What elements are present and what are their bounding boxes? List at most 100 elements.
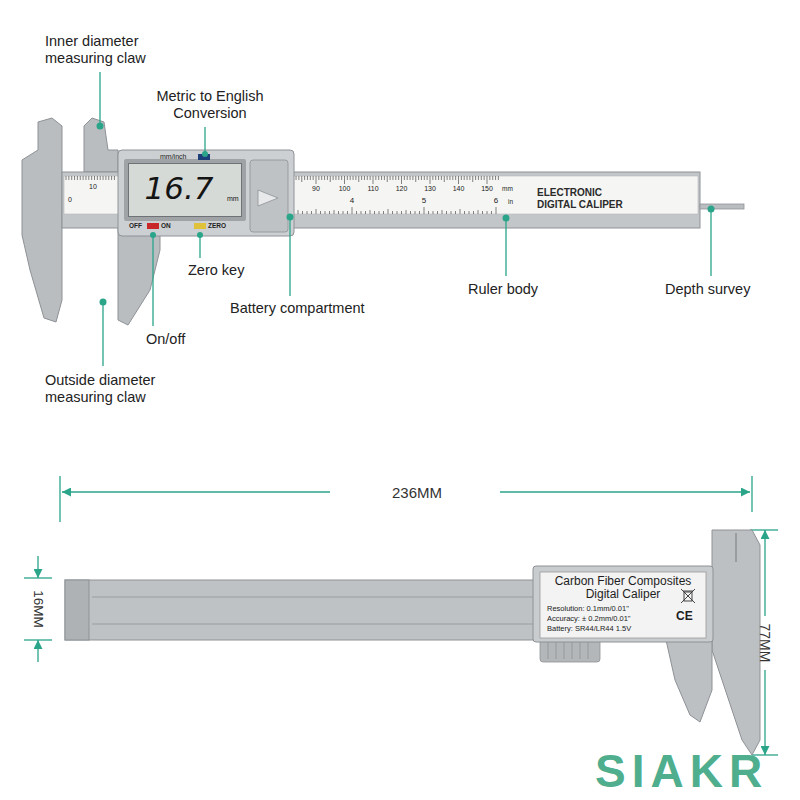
scale-number: 6 xyxy=(494,196,498,205)
leader-line xyxy=(199,236,200,258)
scale-tick xyxy=(352,207,353,214)
scale-tick xyxy=(446,211,447,214)
spec-label-plate: Carbon Fiber Composites Digital CaliperR… xyxy=(540,572,708,638)
scale-tick xyxy=(460,209,461,214)
scale-tick xyxy=(311,211,312,214)
weee-bin-symbol xyxy=(681,589,695,603)
label-plate xyxy=(540,572,706,638)
slider-inner-jaw xyxy=(84,118,118,172)
scale-tick xyxy=(424,207,425,214)
scale-tick xyxy=(347,211,348,214)
scale-tick xyxy=(404,176,405,180)
scale-tick xyxy=(316,176,317,184)
scale-tick xyxy=(455,211,456,214)
part-callout: On/off xyxy=(146,331,185,348)
scale-tick xyxy=(398,176,399,180)
ridge xyxy=(588,642,589,659)
button-label: OFF xyxy=(129,222,142,229)
leader-dot xyxy=(150,232,156,238)
scale-tick xyxy=(74,176,75,180)
scale-tick xyxy=(343,211,344,214)
scale-tick xyxy=(320,211,321,214)
leader-line xyxy=(152,236,153,326)
scale-tick xyxy=(329,211,330,214)
bin-cross xyxy=(681,589,695,603)
scale-tick xyxy=(341,176,342,180)
leader-dot xyxy=(197,232,203,238)
scale-tick xyxy=(325,211,326,214)
scale-tick xyxy=(412,176,413,180)
scale-tick xyxy=(410,211,411,214)
scale-tick xyxy=(447,176,448,180)
scale-number: 10 xyxy=(89,183,97,191)
scale-tick xyxy=(392,176,393,180)
scale-tick xyxy=(364,176,365,180)
scale-tick xyxy=(111,176,112,180)
ridge xyxy=(572,642,573,659)
button-label: mm/inch xyxy=(160,153,186,161)
scale-tick xyxy=(451,211,452,214)
scale-tick xyxy=(335,176,336,180)
scale-tick xyxy=(355,176,356,180)
scale-number: 90 xyxy=(312,185,320,193)
lcd-display: 16.7mm xyxy=(128,163,242,217)
scale-tick xyxy=(437,211,438,214)
slider-outer-jaw xyxy=(666,640,712,722)
part-callout: Outside diameter measuring claw xyxy=(45,372,175,406)
scale-tick xyxy=(487,176,488,184)
scale-tick xyxy=(491,211,492,214)
leader-dot xyxy=(503,215,510,222)
scale-tick xyxy=(387,176,388,182)
scale-tick xyxy=(344,176,345,184)
scale-tick xyxy=(304,176,305,180)
scale-tick xyxy=(406,210,407,214)
scale-tick xyxy=(91,176,92,180)
dimension-label: 77MM xyxy=(757,624,773,663)
scale-tick xyxy=(310,176,311,180)
scale-tick xyxy=(88,176,89,180)
scale-tick xyxy=(298,176,299,180)
scale-tick xyxy=(455,176,456,180)
lcd-unit: mm xyxy=(227,195,239,203)
scale-tick xyxy=(401,211,402,214)
thumb-arrow xyxy=(258,190,278,206)
scale-tick xyxy=(327,176,328,180)
scale-tick xyxy=(370,176,371,180)
scale-tick xyxy=(428,211,429,214)
scale-tick xyxy=(350,176,351,180)
part-callout: Zero key xyxy=(188,262,244,279)
scale-tick xyxy=(415,176,416,182)
wheel-ridges xyxy=(548,642,588,659)
scale-tick xyxy=(330,176,331,182)
ridge xyxy=(580,642,581,659)
scale-tick xyxy=(383,211,384,214)
scale-tick xyxy=(419,211,420,214)
scale-tick xyxy=(367,176,368,180)
scale-tick xyxy=(83,176,84,180)
scale-tick xyxy=(492,176,493,180)
scale-tick xyxy=(301,176,302,182)
scale-tick xyxy=(94,176,95,180)
scale-number: 0 xyxy=(68,196,72,204)
scale-tick xyxy=(444,176,445,182)
bottom-caliper xyxy=(65,530,760,755)
dimension-line xyxy=(37,640,38,662)
leader-line xyxy=(102,305,103,366)
scale-tick xyxy=(353,176,354,180)
scale-tick xyxy=(449,176,450,180)
scale-tick xyxy=(334,210,335,214)
scale-tick xyxy=(464,211,465,214)
dimension-label: 236MM xyxy=(388,484,446,501)
lcd-bezel xyxy=(124,159,246,221)
scale-unit: mm xyxy=(502,185,513,192)
scale-tick xyxy=(421,176,422,180)
scale-number: 110 xyxy=(367,185,378,193)
scale-tick xyxy=(435,176,436,180)
scale-tick xyxy=(496,207,497,214)
jaw-slot xyxy=(735,533,737,562)
spec-line: Accuracy: ± 0.2mm/0.01" xyxy=(547,614,630,623)
scale-number: 130 xyxy=(424,185,436,193)
dimension-line xyxy=(62,491,330,492)
scale-tick xyxy=(370,210,371,214)
